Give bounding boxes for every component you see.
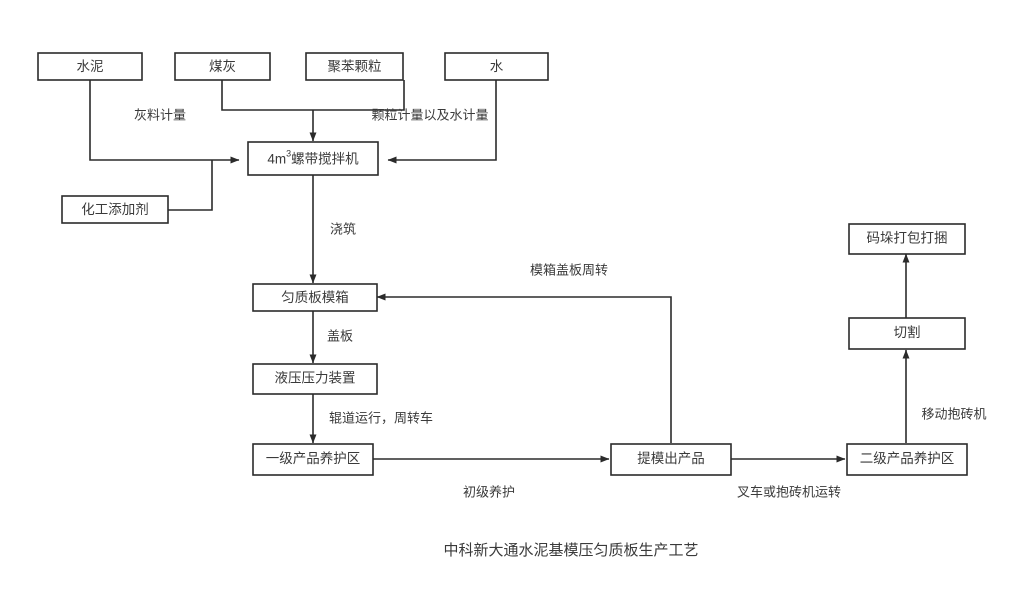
edge-eps-to-junction [313,80,405,111]
edge-label-cover-plate: 盖板 [327,328,353,343]
node-chemical-additive-label: 化工添加剂 [81,202,149,217]
node-cutting-label: 切割 [894,324,921,340]
node-secondary-curing-area[interactable]: 二级产品养护区 [846,443,968,476]
node-ribbon-mixer[interactable]: 4m3螺带搅拌机 [247,141,379,176]
node-secondary-curing-area-box [846,443,968,476]
node-chemical-additive[interactable]: 化工添加剂 [61,195,169,224]
diagram-caption: 中科新大通水泥基模压匀质板生产工艺 [443,541,698,559]
node-primary-curing-area-box [252,443,374,476]
node-stacking-packing-box [848,223,966,255]
node-demold-product-box [610,443,732,476]
edge-cement-to-mixer [89,80,240,164]
node-hydraulic-press[interactable]: 液压压力装置 [252,363,378,395]
edge-label-primary-care: 初级养护 [463,484,515,499]
edge-water-to-mixer [387,80,497,164]
node-cement-box [37,52,143,81]
mixer-volume-exponent: 3 [286,149,291,159]
edge-label-casting: 浇筑 [330,221,356,236]
node-secondary-curing-area-label: 二级产品养护区 [860,451,955,466]
edge-label-mold-cover-recycle: 模箱盖板周转 [530,262,608,277]
node-cement-label: 水泥 [77,59,104,74]
node-demold-product[interactable]: 提模出产品 [610,443,732,476]
edge-demold-to-moldbox-return [376,293,672,443]
node-ribbon-mixer-label: 4m3螺带搅拌机 [267,149,359,166]
node-stacking-packing[interactable]: 码垛打包打捆 [848,223,966,255]
node-hydraulic-press-label: 液压压力装置 [275,371,356,386]
edge-flyash-to-junction [221,80,313,111]
node-cutting-box [848,317,966,350]
node-primary-curing-area-label: 一级产品养护区 [266,451,361,466]
node-mold-box[interactable]: 匀质板模箱 [252,283,378,312]
node-mold-box-label: 匀质板模箱 [281,290,349,305]
mixer-name-suffix: 螺带搅拌机 [291,151,359,166]
edge-label-ash-metering: 灰料计量 [134,107,186,122]
node-hydraulic-press-box [252,363,378,395]
edge-label-particle-water-metering: 颗粒计量以及水计量 [371,107,488,122]
node-cutting[interactable]: 切割 [848,317,966,350]
edge-label-forklift-transfer: 叉车或抱砖机运转 [737,484,841,499]
node-fly-ash[interactable]: 煤灰 [174,52,271,81]
node-fly-ash-box [174,52,271,81]
node-eps-particle[interactable]: 聚苯颗粒 [305,52,404,81]
node-eps-particle-box [305,52,404,81]
node-water[interactable]: 水 [444,52,549,81]
node-ribbon-mixer-box [247,141,379,176]
edge-additive-to-mixer [168,160,213,211]
mixer-volume-value: 4m [267,151,286,166]
node-fly-ash-label: 煤灰 [209,59,236,74]
edge-label-roller-transfer: 辊道运行，周转车 [329,410,433,425]
node-mold-box-box [252,283,378,312]
node-demold-product-label: 提模出产品 [637,451,705,466]
node-water-label: 水 [490,59,504,74]
node-stacking-packing-label: 码垛打包打捆 [867,230,948,246]
node-cement[interactable]: 水泥 [37,52,143,81]
node-eps-particle-label: 聚苯颗粒 [328,59,382,74]
edge-label-mobile-brick-machine: 移动抱砖机 [921,406,986,421]
node-water-box [444,52,549,81]
node-primary-curing-area[interactable]: 一级产品养护区 [252,443,374,476]
node-chemical-additive-box [61,195,169,224]
